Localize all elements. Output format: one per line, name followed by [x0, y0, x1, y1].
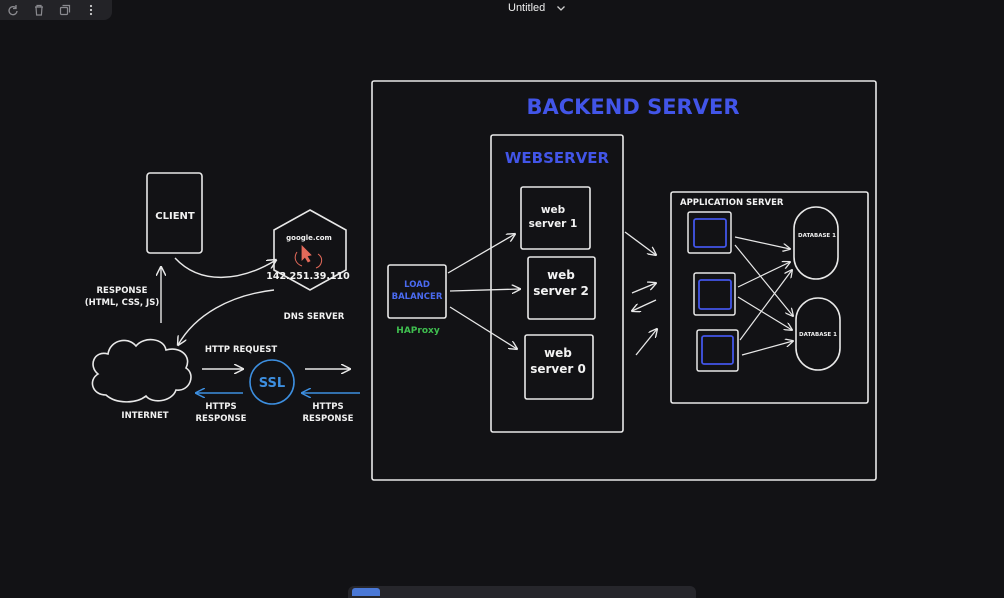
dns-server-node[interactable] — [273, 209, 347, 291]
client-box[interactable] — [146, 172, 203, 254]
application-server-frame[interactable] — [670, 191, 869, 404]
lb-to-web0-arrow[interactable] — [449, 306, 517, 349]
https-response-right-line1: HTTPS — [312, 402, 343, 412]
load-balancer-box[interactable] — [387, 264, 447, 319]
app1-to-db2-arrow[interactable] — [734, 244, 793, 316]
backend-server-frame[interactable] — [371, 80, 877, 481]
bottom-toolbar-active-tab[interactable] — [352, 588, 380, 596]
web-server-2-line2: server 2 — [533, 284, 589, 298]
app-node-2-screen — [698, 279, 732, 310]
http-request-label: HTTP REQUEST — [205, 345, 278, 355]
web-to-app-arrow-1[interactable] — [624, 231, 656, 255]
https-response-left-line1: HTTPS — [205, 402, 236, 412]
client-label: CLIENT — [155, 211, 195, 222]
document-title-switcher[interactable]: Untitled — [508, 0, 567, 16]
lb-to-web1-arrow[interactable] — [447, 234, 515, 274]
kebab-menu-icon[interactable] — [84, 3, 98, 17]
app-node-2[interactable] — [693, 272, 736, 316]
app-node-3-screen — [701, 335, 734, 365]
internet-cloud[interactable] — [91, 338, 192, 403]
document-title[interactable]: Untitled — [508, 2, 546, 14]
internet-label: INTERNET — [121, 411, 168, 421]
toolbar — [0, 0, 112, 20]
load-balancer-line1: LOAD — [404, 280, 430, 290]
web-server-1-line1: web — [541, 204, 566, 216]
response-label: RESPONSE — [97, 286, 148, 296]
app-node-1-screen — [693, 218, 727, 248]
app1-to-db1-arrow[interactable] — [734, 236, 790, 249]
refresh-arrows-icon — [294, 251, 323, 269]
web-server-0-line1: web — [544, 346, 572, 360]
web-server-0-box[interactable] — [524, 334, 594, 400]
app-to-web-arrow[interactable] — [632, 299, 657, 311]
client-to-dns-arrow[interactable] — [174, 257, 276, 278]
response-types-label: (HTML, CSS, JS) — [85, 298, 160, 308]
app2-to-db2-arrow[interactable] — [737, 296, 792, 330]
ssl-node[interactable] — [249, 359, 295, 405]
trash-icon[interactable] — [32, 3, 46, 17]
web-server-0-line2: server 0 — [530, 362, 586, 376]
database-2-label: DATABASE 1 — [799, 332, 837, 338]
chevron-down-icon[interactable] — [555, 2, 567, 14]
web-server-1-line2: server 1 — [529, 218, 578, 230]
webserver-frame[interactable] — [490, 134, 624, 433]
ssl-label: SSL — [259, 376, 285, 391]
application-server-title: APPLICATION SERVER — [680, 198, 784, 208]
https-response-left-line2: RESPONSE — [196, 414, 247, 424]
bottom-toolbar[interactable] — [348, 586, 696, 598]
app3-to-db1-arrow[interactable] — [739, 270, 792, 341]
dns-domain: google.com — [286, 234, 332, 242]
web-to-app-arrow-3[interactable] — [635, 329, 657, 356]
web-server-1-box[interactable] — [520, 186, 591, 250]
app-node-3[interactable] — [696, 329, 739, 372]
app2-to-db1-arrow[interactable] — [737, 262, 790, 288]
cursor-icon — [301, 245, 312, 263]
https-response-right-line2: RESPONSE — [303, 414, 354, 424]
database-1-label: DATABASE 1 — [798, 233, 836, 239]
load-balancer-line2: BALANCER — [392, 292, 443, 302]
web-server-2-box[interactable] — [527, 256, 596, 320]
redo-icon[interactable] — [6, 3, 20, 17]
copy-icon[interactable] — [58, 3, 72, 17]
dns-ip: 142.251.39.110 — [266, 271, 350, 282]
web-to-app-arrow-2[interactable] — [631, 283, 656, 294]
webserver-title: WEBSERVER — [505, 149, 610, 167]
lb-to-web2-arrow[interactable] — [449, 289, 520, 291]
database-1-cylinder[interactable] — [793, 206, 839, 280]
haproxy-label: HAProxy — [396, 326, 440, 336]
dns-to-internet-arrow[interactable] — [178, 289, 275, 345]
database-2-cylinder[interactable] — [795, 297, 841, 371]
web-server-2-line1: web — [547, 268, 575, 282]
backend-server-title: BACKEND SERVER — [526, 95, 739, 119]
dns-server-label: DNS SERVER — [284, 312, 345, 322]
app3-to-db2-arrow[interactable] — [741, 341, 793, 356]
app-node-1[interactable] — [687, 211, 732, 254]
